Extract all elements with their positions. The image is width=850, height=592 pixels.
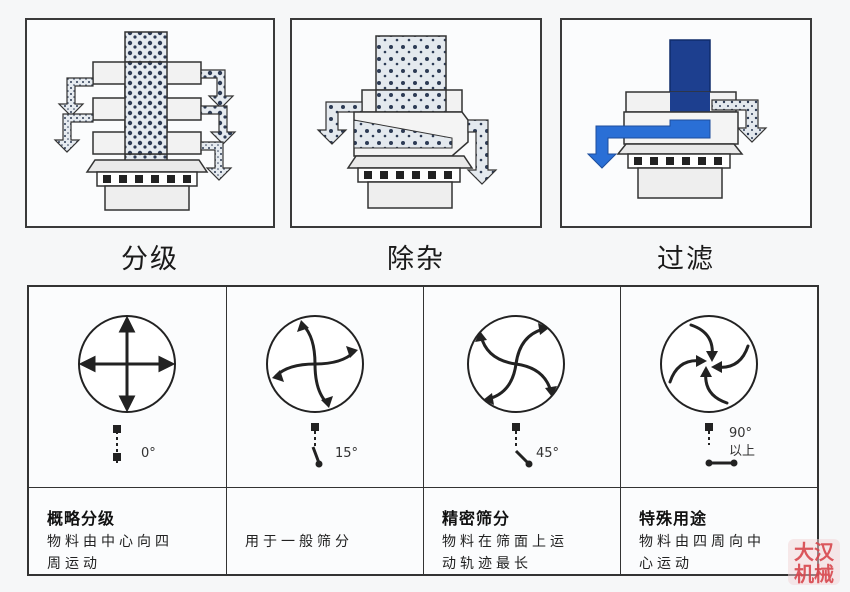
panel-label-grading: 分级 [121,244,179,275]
svg-text:大汉: 大汉 [794,540,835,564]
motion-diagram-3 [660,315,758,467]
mode-cell-0: 0° 概略分级 物料由中心向四 周运动 [29,287,226,574]
impurity-removal-illustration [316,35,498,209]
svg-text:机械: 机械 [794,562,834,586]
weight-angle-marker-2 [512,423,533,468]
angle-label: 0° [141,446,156,461]
mode-title: 特殊用途 [639,509,708,528]
panel-grading [25,18,275,228]
motion-diagram-2 [467,315,565,468]
mode-desc-line-1: 物料在筛面上运 [442,534,568,550]
mode-title: 概略分级 [47,509,116,528]
panel-label-filtering: 过滤 [657,244,715,275]
mode-desc-line-1: 用于一般筛分 [245,534,353,550]
mode-desc-line-1: 物料由四周向中 [639,534,765,550]
angle-label: 15° [335,446,359,461]
mode-cell-2: 45° 精密筛分 物料在筛面上运 动轨迹最长 [423,287,620,574]
weight-angle-marker-3 [705,423,738,467]
motion-diagram-1 [266,315,364,468]
mode-desc-line-1: 物料由中心向四 [47,534,173,550]
mode-cell-3: 90° 以上 特殊用途 物料由四周向中 心运动 [620,287,817,574]
filtering-illustration [586,39,768,199]
grading-sieve-illustration [53,31,237,211]
company-logo: 大汉 机械 [788,539,840,586]
angle-label: 45° [536,446,560,461]
mode-desc-line-2: 心运动 [639,556,693,572]
motion-diagram-0 [78,315,176,463]
mode-title: 精密筛分 [442,509,511,528]
mode-desc-line-2: 动轨迹最长 [442,556,532,572]
angle-label-suffix: 以上 [729,444,756,459]
angle-label: 90° [729,426,753,441]
panel-filtering [560,18,812,228]
weight-angle-marker-0 [113,425,121,463]
weight-angle-marker-1 [311,423,323,468]
mode-desc-line-2: 周运动 [47,556,101,572]
screening-modes-table: 0° 概略分级 物料由中心向四 周运动 15° 用于一般筛分 [27,285,819,576]
mode-cell-1: 15° 用于一般筛分 [226,287,423,574]
panel-impurity-removal [290,18,542,228]
panel-label-impurity-removal: 除杂 [387,244,445,275]
